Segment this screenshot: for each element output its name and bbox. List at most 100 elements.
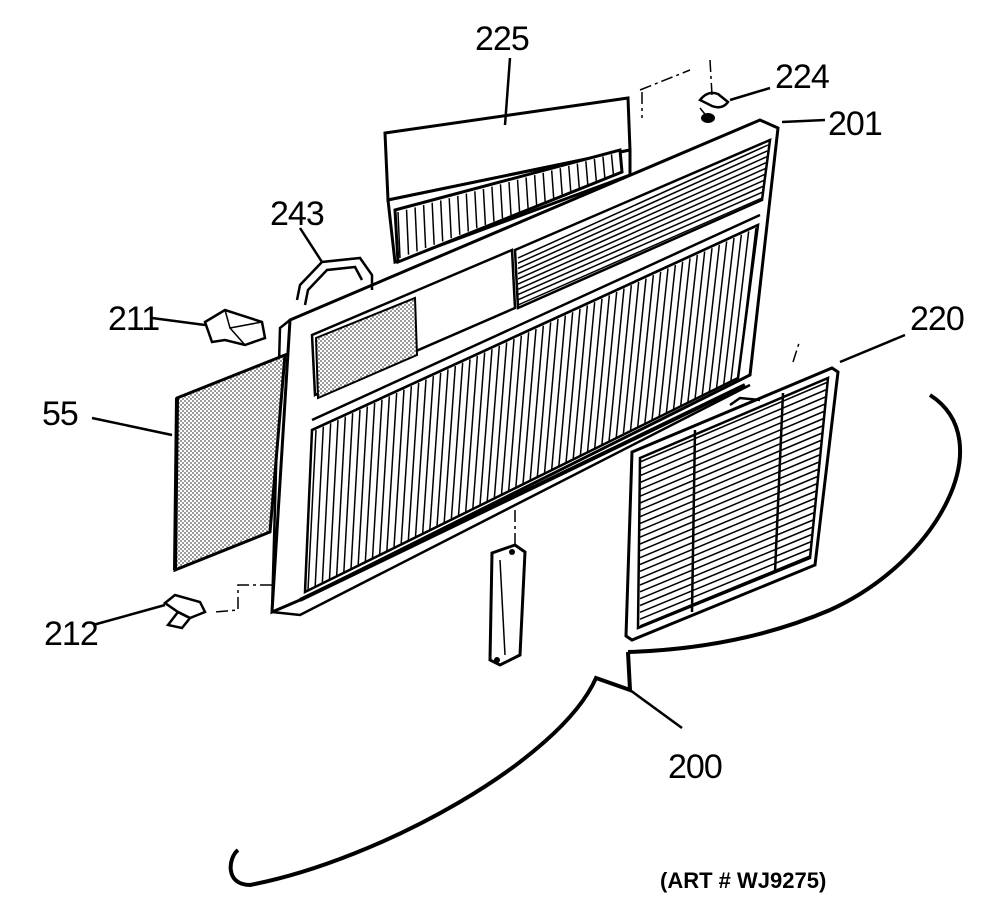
hatch-line [397, 211, 401, 259]
hatch-line [517, 150, 768, 264]
part-225-top-louver-panel [383, 96, 632, 265]
hatch-line [517, 197, 763, 306]
hatch-line [516, 179, 521, 212]
hatch-line [536, 322, 552, 477]
hatch-line [431, 202, 435, 245]
hatch-line [665, 261, 684, 414]
label-220: 220 [910, 300, 964, 338]
hatch-line [414, 379, 427, 538]
part-212-clip [162, 593, 207, 630]
hatch-line [639, 468, 820, 545]
hatch-line [558, 312, 574, 467]
hatch-line [543, 318, 559, 474]
label-200: 200 [668, 748, 722, 786]
hatch-line [639, 388, 828, 470]
hatch-line [622, 281, 640, 435]
hatch-line [679, 254, 699, 407]
hatch-line [629, 278, 647, 432]
part-201-front-frame [270, 118, 780, 617]
hatch-line [639, 461, 821, 538]
label-224: 224 [775, 58, 829, 96]
hatch-line [486, 345, 501, 502]
hatch-line [314, 426, 325, 587]
hatch-line [722, 234, 743, 386]
hatch-line [364, 403, 376, 562]
hatch-line [644, 271, 662, 425]
part-200-group-bracket [228, 393, 962, 888]
hatch-line [593, 295, 611, 449]
hatch-line [576, 163, 581, 189]
hatch-line [517, 179, 765, 291]
hatch-line [601, 291, 618, 446]
hatch-line [639, 497, 817, 573]
hatch-line [593, 158, 598, 182]
part-55-air-filter [173, 352, 287, 573]
label-201: 201 [828, 105, 882, 143]
hatch-line [472, 352, 486, 509]
art-number: (ART # WJ9275) [660, 868, 826, 893]
hatch-line [457, 359, 471, 516]
hatch-line [482, 188, 487, 225]
hatch-line [639, 403, 827, 484]
hatch-line [357, 406, 369, 566]
center-support-bracket [488, 543, 527, 667]
hatch-line [493, 342, 508, 499]
hatch-line [639, 526, 814, 600]
hatch-line [737, 227, 757, 379]
hatch-line [602, 156, 606, 179]
hatch-line [335, 416, 347, 576]
hatch-line [639, 432, 824, 511]
hatch-line [515, 332, 530, 488]
hatch-line [639, 439, 823, 518]
hatch-line [500, 339, 515, 495]
hatch-line [321, 423, 332, 583]
hatch-line [307, 429, 317, 591]
hatch-line [405, 209, 410, 255]
hatch-line [386, 392, 398, 552]
hatch-line [393, 389, 405, 548]
hatch-line [350, 409, 361, 569]
hatch-line [694, 248, 713, 400]
hatch-line [517, 185, 764, 296]
hatch-line [568, 165, 572, 192]
hatch-line [608, 288, 625, 442]
hatch-line [636, 275, 655, 428]
label-243: 243 [270, 195, 324, 233]
hatch-line [407, 382, 420, 541]
hatch-line [610, 154, 615, 176]
hatch-line [639, 482, 818, 559]
hatch-line [517, 173, 765, 285]
hatch-line [448, 198, 452, 239]
hatch-line [517, 161, 767, 275]
hatch-line [550, 170, 555, 199]
hatch-line [328, 419, 339, 580]
hatch-line [508, 181, 512, 216]
hatch-line [517, 156, 767, 270]
hatch-line [525, 177, 529, 209]
hatch-line [443, 365, 457, 523]
hatch-line [465, 193, 470, 232]
hatch-line [639, 453, 821, 532]
hatch-line [422, 205, 427, 249]
hatch-line [491, 186, 495, 222]
hatch-line [619, 151, 623, 173]
hatch-line [639, 410, 826, 491]
hatch-line [436, 369, 449, 527]
assembly-guide-lines [214, 59, 801, 613]
hatch-line [715, 238, 735, 389]
hatch-line [414, 207, 418, 252]
hatch-line [672, 258, 691, 410]
hatch-line [639, 504, 816, 579]
hatch-line [464, 355, 479, 513]
label-55: 55 [42, 395, 78, 433]
hatch-line [639, 511, 815, 586]
hatch-line [585, 161, 589, 186]
part-220-front-grille [624, 366, 840, 642]
hatch-line [522, 328, 537, 485]
hatch-line [474, 191, 478, 229]
hatch-line [499, 184, 504, 219]
hatch-line [639, 519, 815, 593]
hatch-line [639, 395, 827, 477]
label-225: 225 [475, 20, 529, 58]
